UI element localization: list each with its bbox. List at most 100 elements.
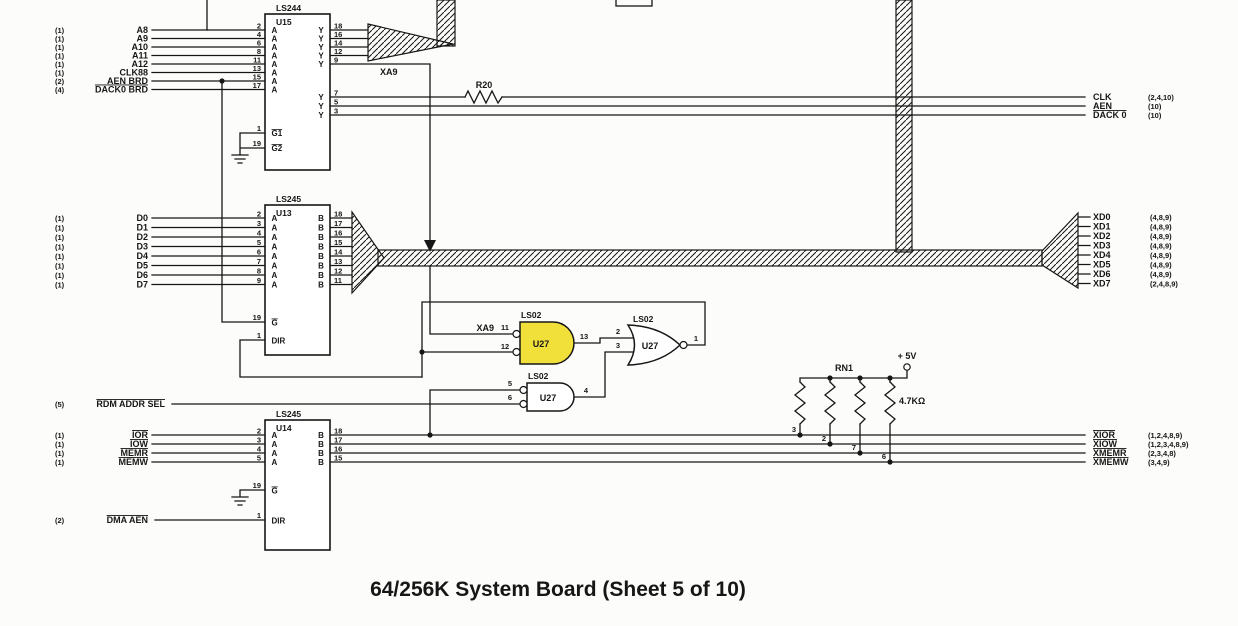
sheet-ref: (3,4,9) [1148,458,1170,467]
u14-chip: LS245 U14 [264,409,331,551]
sheet-ref: (1) [55,243,65,252]
chip-ref: U15 [276,17,292,27]
sheet-ref: (4,8,9) [1150,242,1172,251]
chip-column-letter: A [272,243,278,252]
pin-number: 17 [334,436,342,445]
chip-column-letter: A [272,77,278,86]
chip-column-letter: Y [318,102,324,111]
u14-input-wires [151,434,266,463]
pin-number: 1 [257,331,261,340]
u13-chip: LS245 U13 [264,194,331,356]
signal-label: XD5 [1093,260,1111,270]
chip-column-letter: A [272,43,278,52]
signal-label: D7 [136,280,148,290]
sheet-ref: (2,4,10) [1148,93,1174,102]
u14-body [264,419,331,551]
signal-label: CLK [1093,92,1112,102]
signal-label: D6 [136,270,148,280]
signal-label: D3 [136,242,148,252]
pin-number: 11 [334,276,342,285]
chip-column-letter: A [272,281,278,290]
pin-number: 15 [334,454,342,463]
signal-label: XD1 [1093,222,1111,232]
pin-number: 5 [257,454,261,463]
sheet-ref: (1) [55,431,65,440]
sheet-ref: (4,8,9) [1150,270,1172,279]
u15-body [264,13,331,171]
signal-label: XD4 [1093,250,1111,260]
u13-input-wires [151,217,266,286]
chip-column-letter: B [318,214,324,223]
chip-column-letter: B [318,233,324,242]
chip-part-number: LS245 [276,409,301,419]
chip-part-number: LS244 [276,3,301,13]
pin-number: 1 [257,124,261,133]
pin-number: 9 [334,56,338,65]
chip-column-letter: A [272,262,278,271]
pin-number: 2 [257,22,261,31]
signal-label: CLK88 [119,68,148,78]
sheet-ref: (1) [55,458,65,467]
chip-column-letter: A [272,252,278,261]
signal-label: XD3 [1093,241,1111,251]
bus-network [351,0,1079,295]
junction-dot [857,375,863,381]
pin-number: 4 [257,30,262,39]
signal-label: XIOR [1093,430,1116,440]
vcc-label: + 5V [898,351,917,361]
gate-part-number: LS02 [633,314,654,324]
pin-number: 3 [257,219,261,228]
signal-label: MEMR [121,448,149,458]
junction-dot [219,78,225,84]
gate2-body [626,324,682,366]
sheet-ref: (1) [55,35,65,44]
pin-number: 18 [334,22,342,31]
junction-dot [827,441,833,447]
xd-stub-wires [1077,216,1091,285]
bus-entry-arrow [424,240,436,252]
signal-label: D4 [136,251,148,261]
chip-column-letter: A [272,26,278,35]
pin-number: 3 [792,425,796,434]
pin-number: 15 [253,73,261,82]
gate-ref: U27 [540,393,557,403]
sheet-ref: (1) [55,281,65,290]
u13-labels: (1) (1) (1) (1) (1) (1) (1) (1) D0 D1 D2… [55,210,343,346]
signal-label: A12 [131,59,148,69]
sheet-ref: (1) [55,26,65,35]
chip-column-letter: A [272,69,278,78]
sheet-ref: (4) [55,86,65,95]
pin-number: 17 [334,219,342,228]
rn1-labels: RN1 4.7KΩ + 5V 3 2 7 6 [792,351,925,461]
pin-number: 2 [257,210,261,219]
sheet-title: 64/256K System Board (Sheet 5 of 10) [370,578,746,601]
chip-column-letter: Y [318,26,324,35]
gate-ref: U27 [642,341,659,351]
chip-ref: U14 [276,423,292,433]
pin-number: 11 [253,56,261,65]
sheet-ref: (4,8,9) [1150,251,1172,260]
signal-label: DACK 0 [1093,110,1127,120]
pin-number: 15 [334,238,342,247]
pin-number: 4 [257,229,262,238]
pin-number: 5 [508,379,512,388]
clk-aen-dack-wires [329,96,1086,116]
sheet-ref: (1,2,3,4,8,9) [1148,440,1189,449]
input-bubble [512,329,521,339]
sheet-ref: (1) [55,69,65,78]
signal-label: A11 [132,51,148,61]
pin-number: 18 [334,210,342,219]
gate-part-number: LS02 [521,310,542,320]
chip-column-letter: Y [318,111,324,120]
junction-dots [219,78,893,465]
input-bubble [512,347,521,357]
right-bus-vertical [895,0,913,253]
u15-ground [231,132,266,164]
pin-number: 3 [616,341,620,350]
enable-label: G [272,319,278,328]
chip-column-letter: A [272,224,278,233]
pin-number: 5 [257,238,261,247]
input-bubble [519,385,528,395]
gate-labels: LS02 LS02 LS02 U27 U27 U27 11 12 13 2 3 … [55,67,698,409]
chip-column-letter: B [318,252,324,261]
